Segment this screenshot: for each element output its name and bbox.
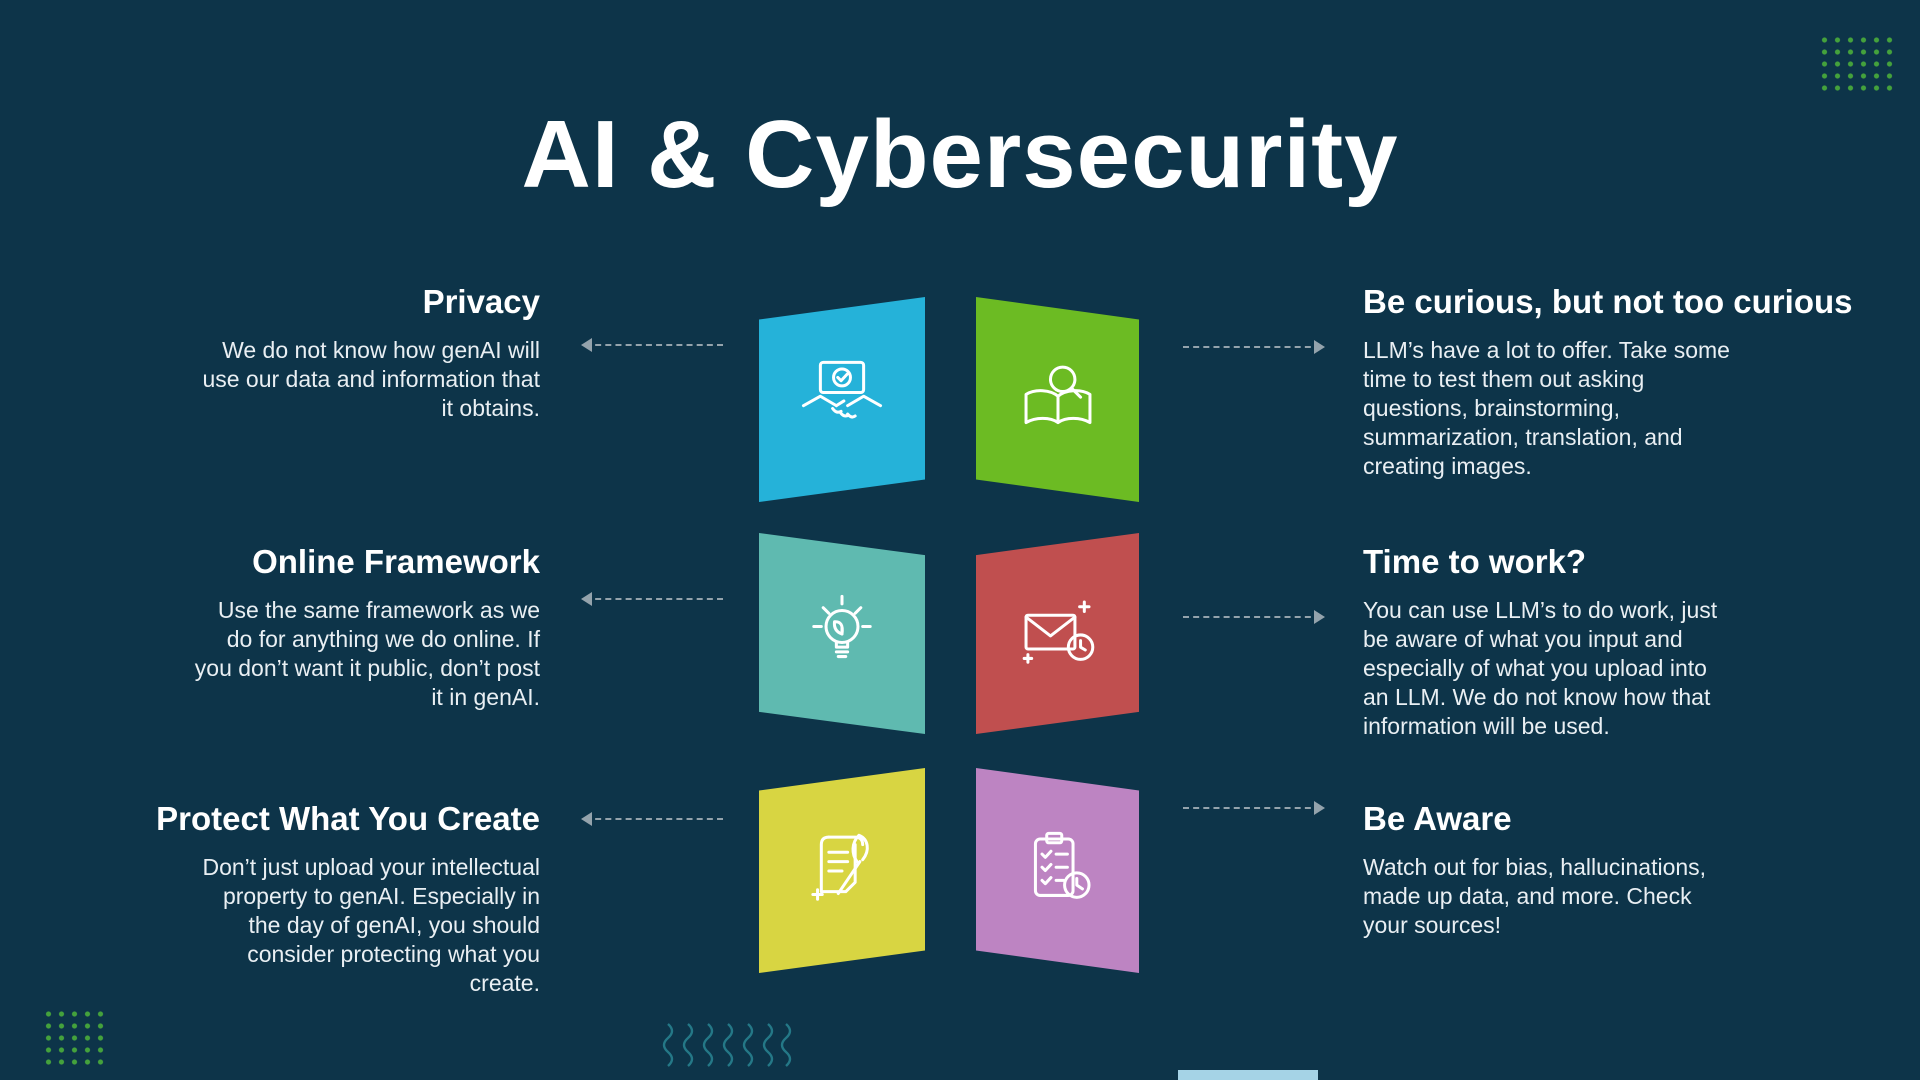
shape-time-to-work [976,533,1139,734]
shape-be-curious [976,297,1139,502]
card-body-be-aware: Watch out for bias, hallucinations, made… [1363,854,1707,938]
card-body-protect-what-you-create: Don’t just upload your intellectual prop… [202,854,540,996]
dot-grid-bottom-left [42,1008,110,1066]
connector-arrow-time-to-work [1183,610,1325,624]
connector-arrow-privacy [581,338,723,352]
card-heading-protect-what-you-create: Protect What You Create [156,800,540,837]
connector-arrow-protect-what-you-create [581,812,723,826]
card-body-online-framework: Use the same framework as we do for anyt… [194,597,540,710]
shape-protect-what-you-create [759,768,925,973]
card-text-be-aware: Be Aware Watch out for bias, hallucinati… [1363,800,1893,940]
card-heading-be-aware: Be Aware [1363,800,1512,837]
card-text-protect-what-you-create: Protect What You Create Don’t just uploa… [100,800,540,998]
connector-arrow-online-framework [581,592,723,606]
handshake-certificate-icon [801,360,883,419]
slide-title: AI & Cybersecurity [521,101,1399,208]
envelope-clock-icon [1022,600,1094,664]
card-heading-time-to-work: Time to work? [1363,543,1587,580]
scroll-quill-icon [811,833,869,901]
card-body-privacy: We do not know how genAI will use our da… [202,337,540,421]
card-heading-privacy: Privacy [422,283,540,320]
lightbulb-leaf-icon [812,594,872,658]
shape-privacy [759,297,925,502]
clipboard-clock-icon [1033,831,1091,899]
shape-be-aware [976,768,1139,973]
card-text-privacy: Privacy We do not know how genAI will us… [100,283,540,423]
card-heading-online-framework: Online Framework [252,543,540,580]
card-text-be-curious: Be curious, but not too curious LLM’s ha… [1363,283,1893,481]
dot-grid-top-right [1818,34,1898,96]
book-magnifier-icon [1024,365,1091,424]
shape-online-framework [759,533,925,734]
card-text-online-framework: Online Framework Use the same framework … [100,543,540,712]
connector-arrow-be-aware [1183,801,1325,815]
card-heading-be-curious: Be curious, but not too curious [1363,283,1853,320]
bottom-accent-bar [1178,1070,1318,1080]
card-body-time-to-work: You can use LLM’s to do work, just be aw… [1363,597,1718,739]
squiggle-decoration [662,1023,792,1067]
connector-arrow-be-curious [1183,340,1325,354]
card-body-be-curious: LLM’s have a lot to offer. Take some tim… [1363,337,1730,479]
card-text-time-to-work: Time to work? You can use LLM’s to do wo… [1363,543,1893,741]
